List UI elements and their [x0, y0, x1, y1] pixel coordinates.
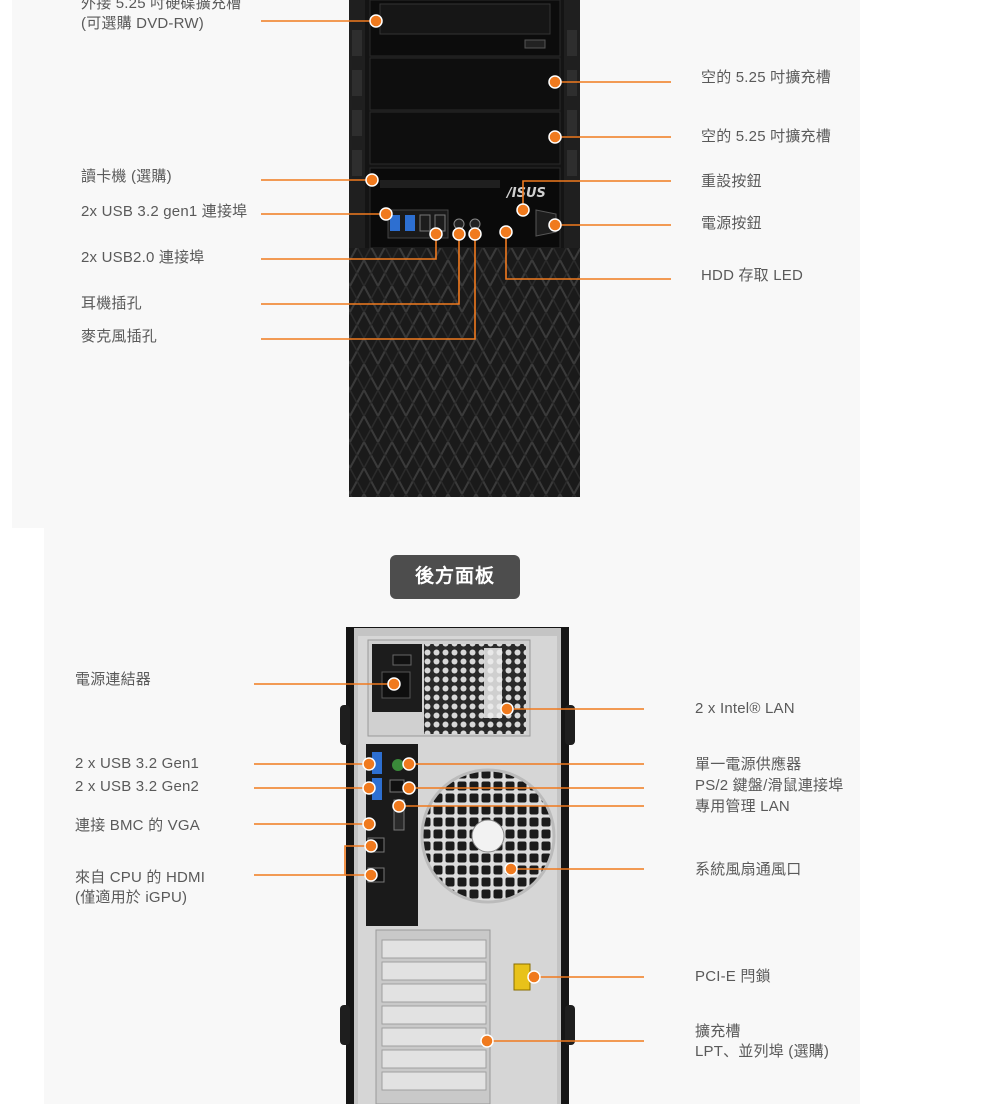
- rear-panel-title: 後方面板: [390, 555, 520, 599]
- brand-logo: /ISUS: [505, 186, 546, 201]
- label-fan-vent: 系統風扇通風口: [695, 861, 802, 878]
- label-empty-bay-2: 空的 5.25 吋擴充槽: [701, 128, 831, 145]
- label-empty-bay-1: 空的 5.25 吋擴充槽: [701, 69, 831, 86]
- callout-lines: [254, 20, 671, 1042]
- label-reset-button: 重設按鈕: [701, 173, 762, 190]
- label-bmc-vga: 連接 BMC 的 VGA: [75, 817, 200, 834]
- label-usb32-gen1: 2x USB 3.2 gen1 連接埠: [81, 203, 248, 220]
- label-power-connector: 電源連結器: [75, 671, 152, 688]
- label-expansion-slots: 擴充槽 LPT、並列埠 (選購): [695, 1023, 830, 1060]
- label-card-reader: 讀卡機 (選購): [81, 168, 172, 185]
- label-intel-lan: 2 x Intel® LAN: [695, 700, 795, 717]
- front-tower: /ISUS: [349, 0, 580, 497]
- label-headphone-jack: 耳機插孔: [81, 295, 142, 312]
- label-cpu-hdmi: 來自 CPU 的 HDMI (僅適用於 iGPU): [75, 869, 206, 906]
- callout-dots: [362, 14, 562, 1048]
- label-external-525-bay: 外接 5.25 吋硬碟擴充槽 (可選購 DVD-RW): [81, 0, 242, 32]
- label-psu-ps2-mgmt: 單一電源供應器 PS/2 鍵盤/滑鼠連接埠 專用管理 LAN: [695, 756, 844, 815]
- label-usb20: 2x USB2.0 連接埠: [81, 249, 205, 266]
- label-hdd-led: HDD 存取 LED: [701, 267, 804, 284]
- label-power-button: 電源按鈕: [701, 215, 762, 232]
- label-mic-jack: 麥克風插孔: [81, 328, 158, 345]
- label-usb-group: 2 x USB 3.2 Gen1 2 x USB 3.2 Gen2: [75, 755, 200, 795]
- rear-tower: [340, 627, 575, 1104]
- label-pcie-latch: PCI-E 閂鎖: [695, 968, 771, 985]
